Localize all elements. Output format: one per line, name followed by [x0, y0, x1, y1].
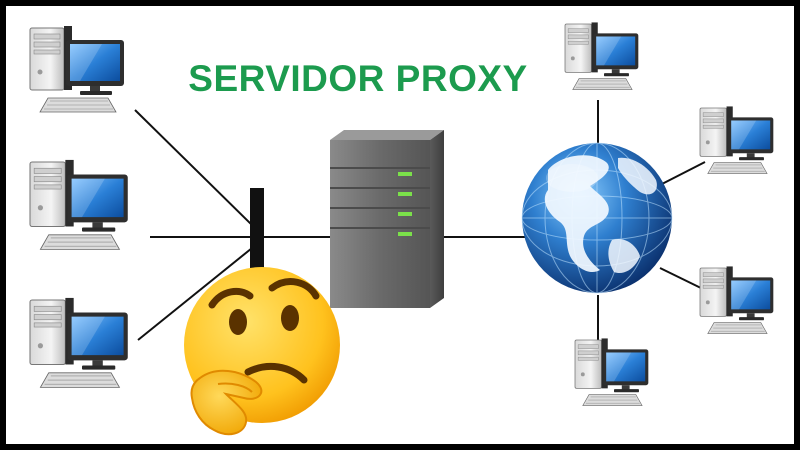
remote-computer-icon	[699, 106, 774, 174]
client-computer-icon	[29, 297, 129, 388]
status-led	[398, 192, 412, 196]
proxy-server-icon	[330, 130, 444, 308]
status-led	[398, 232, 412, 236]
link-client-top	[134, 109, 258, 231]
link-globe-upper-right	[659, 161, 706, 186]
thinking-face-emoji-icon	[184, 267, 340, 436]
remote-computer-icon	[564, 22, 639, 90]
link-lines	[134, 100, 706, 350]
diagram-title: SERVIDOR PROXY	[188, 58, 528, 99]
remote-computer-icon	[574, 338, 649, 406]
status-led	[398, 172, 412, 176]
firewall-bar	[250, 188, 264, 270]
client-computer-icon	[29, 25, 125, 113]
internet-globe-icon	[521, 142, 673, 294]
link-client-bottom	[137, 243, 258, 341]
link-globe-lower-right	[659, 267, 706, 291]
remote-computer-icon	[699, 266, 774, 334]
client-computer-icon	[29, 159, 129, 250]
status-led	[398, 212, 412, 216]
